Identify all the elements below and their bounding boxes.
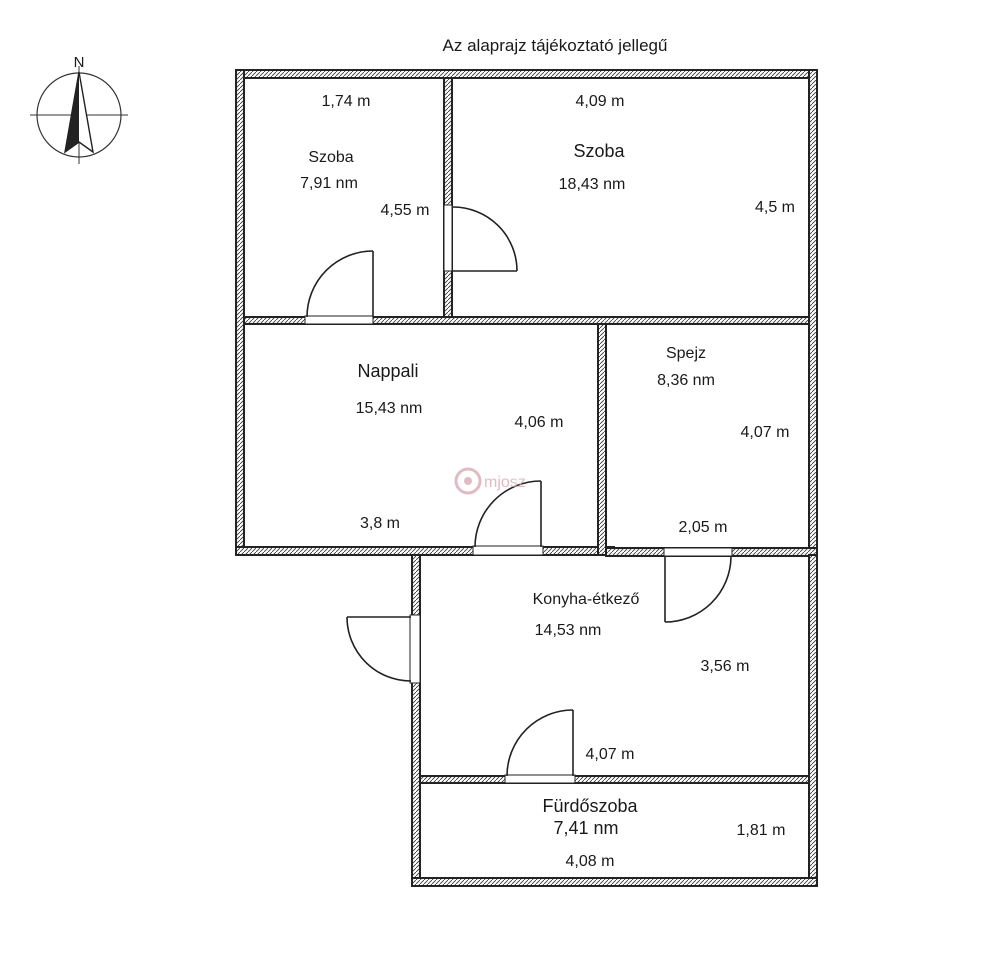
room-name: Spejz <box>666 345 706 362</box>
doors <box>304 204 733 784</box>
room-height: 4,07 m <box>741 424 790 441</box>
door-swing-icon <box>306 250 374 318</box>
room-width: 2,05 m <box>679 519 728 536</box>
room-name: Szoba <box>573 141 625 161</box>
watermark-text: mjosz <box>484 474 526 491</box>
room-width: 4,08 m <box>566 853 615 870</box>
room-szoba-small: 1,74 m Szoba 7,91 nm 4,55 m <box>300 93 429 219</box>
door-opening <box>443 204 453 272</box>
room-name: Fürdőszoba <box>542 796 638 816</box>
room-height: 4,55 m <box>381 202 430 219</box>
room-name: Nappali <box>357 361 418 381</box>
walls <box>235 69 818 887</box>
room-spejz: Spejz 8,36 nm 4,07 m 2,05 m <box>657 345 789 536</box>
room-height: 1,81 m <box>737 822 786 839</box>
compass-north-label: N <box>74 54 85 71</box>
door-opening <box>663 547 733 557</box>
room-name: Konyha-étkező <box>533 591 640 608</box>
door-swing-icon <box>452 206 518 272</box>
door-swing-icon <box>346 616 412 682</box>
north-arrow-icon: N <box>30 54 128 164</box>
room-area: 8,36 nm <box>657 372 715 389</box>
door-opening <box>409 614 421 684</box>
room-width: 4,07 m <box>586 746 635 763</box>
room-area: 18,43 nm <box>559 176 626 193</box>
room-height: 4,5 m <box>755 199 795 216</box>
door-opening <box>504 774 576 784</box>
room-furdo: Fürdőszoba 7,41 nm 1,81 m 4,08 m <box>542 796 785 870</box>
room-nappali: Nappali 15,43 nm 4,06 m 3,8 m <box>356 361 564 532</box>
room-konyha: Konyha-étkező 14,53 nm 3,56 m 4,07 m <box>533 591 750 763</box>
room-area: 14,53 nm <box>535 622 602 639</box>
room-area: 7,91 nm <box>300 175 358 192</box>
room-name: Szoba <box>308 149 353 166</box>
plan-disclaimer: Az alaprajz tájékoztató jellegű <box>443 36 668 55</box>
room-width: 3,8 m <box>360 515 400 532</box>
room-area: 15,43 nm <box>356 400 423 417</box>
room-height: 4,06 m <box>515 414 564 431</box>
door-swing-icon <box>664 556 732 623</box>
room-szoba-large: 4,09 m Szoba 18,43 nm 4,5 m <box>559 93 795 216</box>
door-swing-icon <box>506 709 574 777</box>
door-opening <box>472 545 544 556</box>
room-width: 4,09 m <box>576 93 625 110</box>
door-swing-icon <box>474 480 542 548</box>
room-area: 7,41 nm <box>553 818 618 838</box>
door-opening <box>304 315 374 325</box>
room-height: 3,56 m <box>701 658 750 675</box>
room-width: 1,74 m <box>322 93 371 110</box>
watermark-logo-icon: mjosz <box>454 467 526 495</box>
